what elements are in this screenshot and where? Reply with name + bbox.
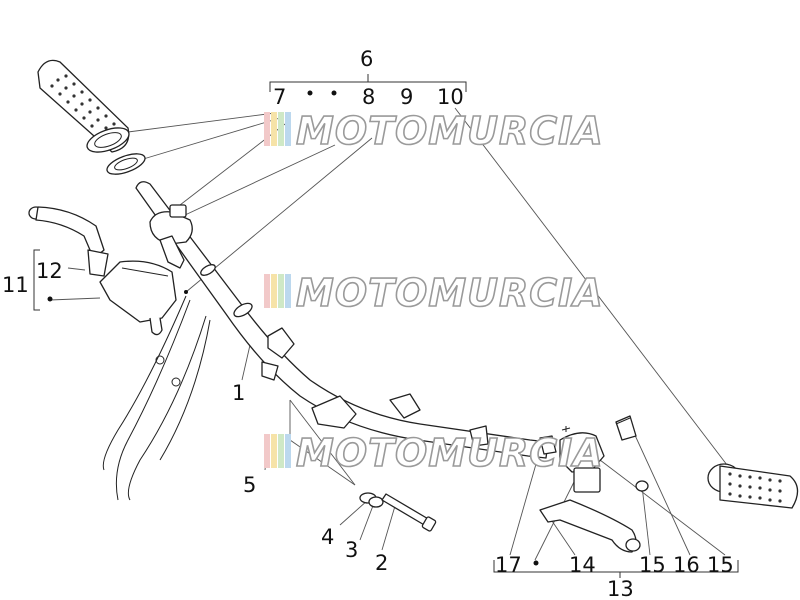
bolt-assembly [359, 492, 437, 532]
left-brake-lever [28, 206, 109, 277]
master-cylinder [99, 260, 188, 336]
callout-1: 1 [232, 381, 245, 405]
center-clamp [261, 327, 489, 447]
brake-cables [102, 295, 211, 501]
callout-17: 17 [495, 553, 522, 577]
right-lever-assembly [539, 415, 649, 553]
right-grip [707, 463, 799, 509]
bullet-dots [47, 90, 539, 566]
left-grip-dots [50, 74, 116, 136]
watermark-top: MOTOMURCIA [264, 108, 604, 154]
callout-15b: 15 [707, 553, 734, 577]
watermark-text-top: MOTOMURCIA [296, 109, 604, 153]
callout-2: 2 [375, 551, 388, 575]
callout-7: 7 [273, 85, 286, 109]
callout-16: 16 [673, 553, 700, 577]
callout-8: 8 [362, 85, 375, 109]
brackets [33, 74, 739, 578]
leader-lines [49, 107, 741, 561]
callout-14: 14 [569, 553, 596, 577]
left-washer [106, 153, 146, 175]
callout-9: 9 [400, 85, 413, 109]
callout-labels: 1 2 3 4 5 6 7 8 9 10 11 12 13 14 15 16 1… [2, 47, 734, 600]
left-grip [37, 59, 130, 153]
callout-11: 11 [2, 273, 29, 297]
left-switch [149, 204, 193, 269]
watermark-text-bottom: MOTOMURCIA [296, 431, 604, 475]
watermark-middle: MOTOMURCIA [264, 270, 604, 316]
watermark-text-middle: MOTOMURCIA [296, 271, 604, 315]
callout-10: 10 [437, 85, 464, 109]
callout-12: 12 [36, 259, 63, 283]
callout-13: 13 [607, 577, 634, 600]
callout-3: 3 [345, 538, 358, 562]
callout-5: 5 [243, 473, 256, 497]
callout-15a: 15 [639, 553, 666, 577]
callout-6: 6 [360, 47, 373, 71]
watermark-bottom: MOTOMURCIA [264, 430, 604, 476]
callout-4: 4 [321, 525, 334, 549]
